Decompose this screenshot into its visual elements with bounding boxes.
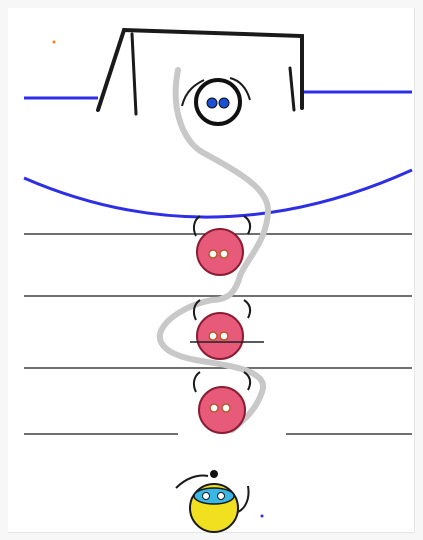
swim-path — [156, 67, 271, 433]
goalkeeper-icon — [181, 77, 251, 126]
small-orange-dot — [52, 40, 56, 44]
goal-frame — [96, 27, 304, 116]
attacker-icon — [175, 474, 250, 533]
defender-icon — [192, 371, 252, 434]
ball-icon — [210, 470, 218, 478]
pool-arc-line — [23, 168, 413, 219]
defender-icon — [192, 215, 252, 276]
small-blue-dot — [260, 514, 264, 518]
defender-icon — [190, 299, 264, 360]
